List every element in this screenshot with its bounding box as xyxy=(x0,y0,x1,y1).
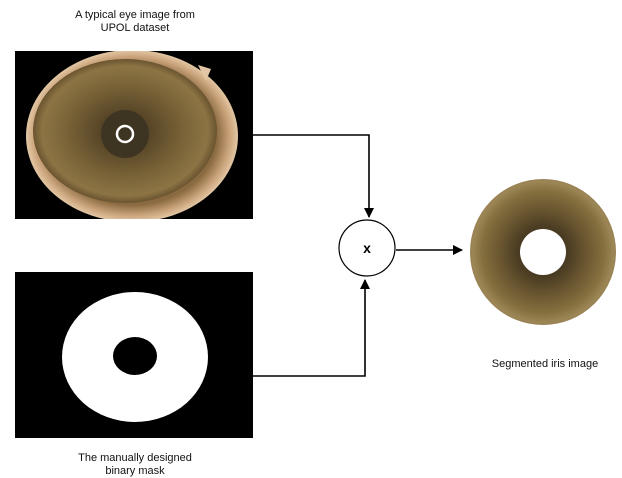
multiply-symbol: x xyxy=(363,240,371,256)
connector-mask-to-multiply xyxy=(253,280,365,376)
connector-eye-to-multiply xyxy=(253,135,369,217)
segmented-pupil-hole xyxy=(520,229,566,275)
